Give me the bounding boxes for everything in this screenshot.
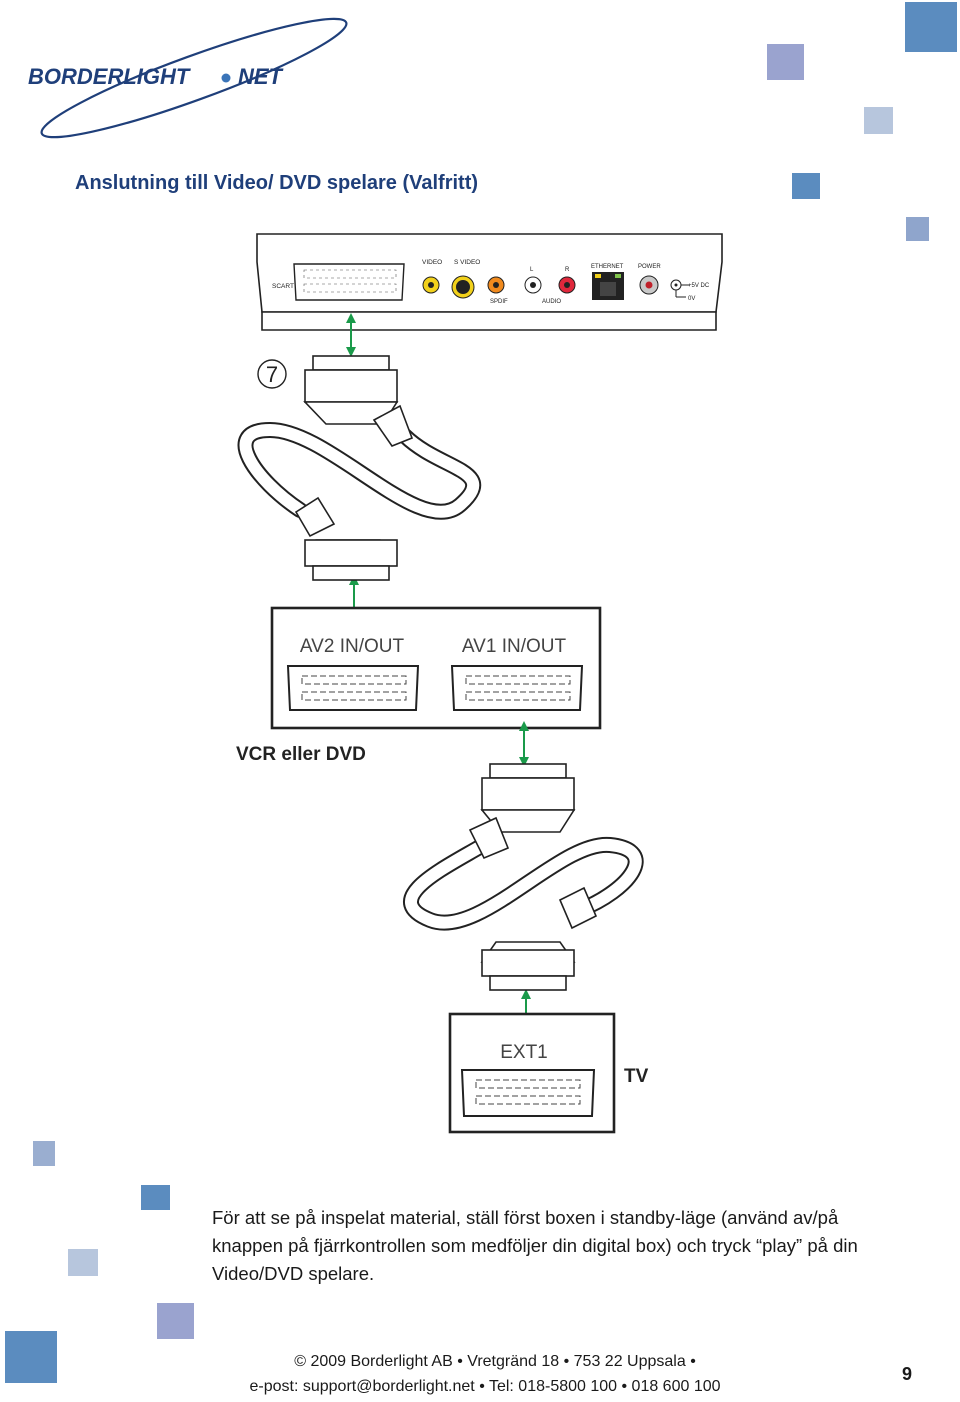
- svideo-label: S VIDEO: [454, 259, 480, 266]
- logo-text-left: BORDERLIGHT: [28, 64, 191, 89]
- decor-square: [864, 107, 893, 134]
- vcr-dvd-box: AV2 IN/OUT AV1 IN/OUT: [270, 606, 602, 730]
- tv-box: EXT1: [448, 1012, 616, 1134]
- decor-square: [767, 44, 804, 80]
- dc-zero-label: 0V: [688, 296, 695, 302]
- audio-label: AUDIO: [542, 299, 561, 305]
- footer-contact: e-post: support@borderlight.net • Tel: 0…: [249, 1378, 721, 1395]
- tv-label: TV: [624, 1066, 649, 1087]
- settop-scart-socket: [293, 263, 405, 301]
- av2-scart-socket: [286, 665, 420, 711]
- decor-square: [157, 1303, 194, 1339]
- step-number-circle: [257, 359, 287, 389]
- decor-square: [906, 217, 929, 241]
- audio-r-label: R: [565, 267, 570, 273]
- settop-box-panel: SCART VIDEO S VIDEO SPDIF L R AUDIO ETHE…: [256, 233, 723, 331]
- av2-label: AV2 IN/OUT: [300, 636, 405, 657]
- connection-diagram: SCART VIDEO S VIDEO SPDIF L R AUDIO ETHE…: [236, 233, 723, 1134]
- power-label: POWER: [638, 264, 661, 270]
- decor-square: [68, 1249, 98, 1276]
- logo-dot: [221, 73, 231, 83]
- vcr-label: VCR eller DVD: [236, 744, 366, 765]
- audio-l-label: L: [530, 267, 534, 273]
- av1-label: AV1 IN/OUT: [462, 636, 567, 657]
- decor-square: [905, 2, 957, 52]
- footer-address: © 2009 Borderlight AB • Vretgränd 18 • 7…: [294, 1353, 696, 1370]
- logo-text-right: NET: [238, 64, 284, 89]
- ethernet-label: ETHERNET: [591, 264, 624, 270]
- dc-plus-label: +5V DC: [688, 283, 710, 289]
- step-number: 7: [266, 362, 278, 387]
- spdif-label: SPDIF: [490, 299, 508, 305]
- scart-cable-1: [237, 355, 482, 581]
- decor-square: [5, 1331, 57, 1383]
- page-title: Anslutning till Video/ DVD spelare (Valf…: [75, 172, 479, 194]
- decor-square: [33, 1141, 55, 1166]
- video-label: VIDEO: [422, 259, 442, 266]
- page-number: 9: [902, 1364, 913, 1384]
- av1-scart-socket: [450, 665, 584, 711]
- ext1-label: EXT1: [500, 1042, 548, 1063]
- scart-label: SCART: [272, 283, 294, 290]
- instruction-text: För att se på inspelat material, ställ f…: [212, 1207, 858, 1284]
- borderlight-logo: BORDERLIGHT NET: [28, 17, 348, 139]
- scart-cable-2: [403, 763, 644, 991]
- decor-square: [141, 1185, 170, 1210]
- ext1-scart-socket: [460, 1069, 596, 1117]
- decor-square: [792, 173, 820, 199]
